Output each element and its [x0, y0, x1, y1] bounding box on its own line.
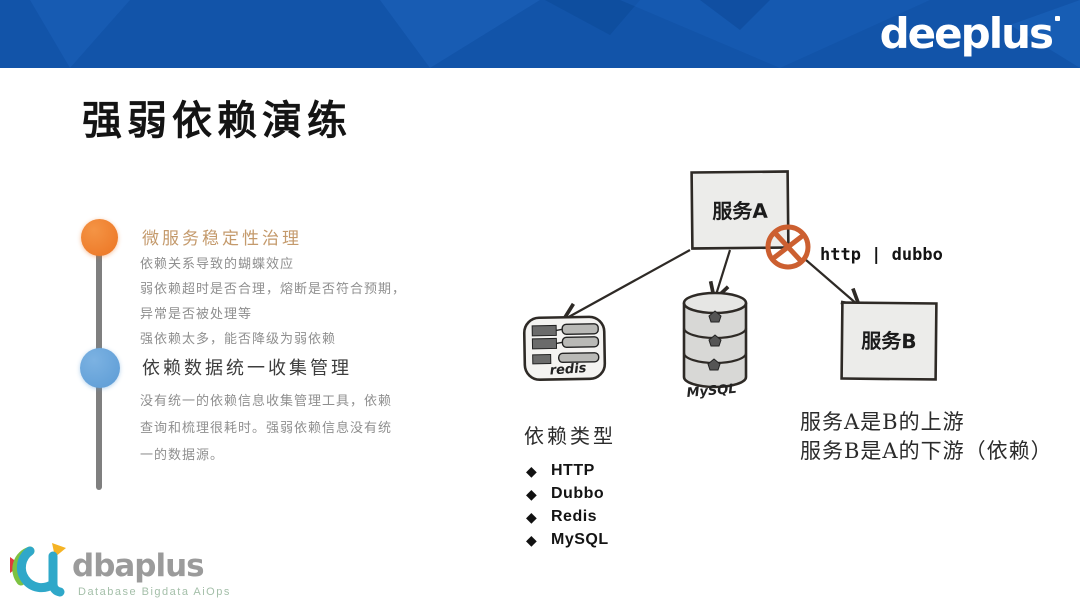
- service-b-label: 服务B: [861, 329, 916, 354]
- page-title: 强弱依赖演练: [82, 97, 352, 144]
- relation-line2: 服务B是A的下游（依赖）: [800, 439, 1053, 463]
- header-banner: deeplus: [0, 0, 1080, 68]
- dependency-diagram: 服务A http | dubbo redis MySQL 服务B: [480, 150, 1080, 480]
- dbaplus-logo-text: dbaplus: [72, 548, 205, 584]
- milestone2-line2: 查询和梳理很耗时。强弱依赖信息没有统: [140, 421, 393, 436]
- mysql-icon: MySQL: [682, 291, 748, 401]
- header-polygon-art: [0, 0, 1080, 68]
- list-item: ◆ MySQL: [526, 529, 609, 551]
- dbaplus-logo: dbaplus Database Bigdata AiOps: [8, 536, 238, 602]
- milestone2-line3: 一的数据源。: [140, 448, 225, 463]
- deeplus-logo: deeplus: [879, 9, 1054, 58]
- milestone1-line3: 异常是否被处理等: [140, 307, 253, 322]
- milestone1-line1: 依赖关系导致的蝴蝶效应: [140, 257, 295, 272]
- service-a-label: 服务A: [712, 199, 768, 224]
- dbaplus-logo-mark-icon: [10, 543, 66, 597]
- deeplus-logo-dot-icon: [1055, 16, 1060, 21]
- milestone1-line4: 强依赖太多，能否降级为弱依赖: [140, 332, 337, 347]
- dependency-type-label: MySQL: [551, 531, 609, 548]
- diamond-bullet-icon: ◆: [526, 531, 537, 548]
- redis-icon: redis: [522, 315, 607, 382]
- diamond-bullet-icon: ◆: [526, 462, 537, 479]
- list-item: ◆ Dubbo: [526, 483, 609, 505]
- diamond-bullet-icon: ◆: [526, 485, 537, 502]
- list-item: ◆ Redis: [526, 506, 609, 528]
- milestone1-title: 微服务稳定性治理: [142, 229, 302, 249]
- milestone2-line1: 没有统一的依赖信息收集管理工具，依赖: [140, 394, 393, 409]
- diamond-bullet-icon: ◆: [526, 508, 537, 525]
- timeline-dot-milestone1: [81, 219, 118, 256]
- dependency-type-label: Dubbo: [551, 485, 605, 502]
- service-b-box: 服务B: [840, 301, 938, 381]
- redis-label: redis: [549, 361, 587, 379]
- relation-line1: 服务A是B的上游: [800, 410, 965, 434]
- milestone2-body: 没有统一的依赖信息收集管理工具，依赖 查询和梳理很耗时。强弱依赖信息没有统 一的…: [140, 388, 392, 469]
- milestone1-line2: 弱依赖超时是否合理，熔断是否符合预期，: [140, 282, 407, 297]
- relation-note: 服务A是B的上游 服务B是A的下游（依赖）: [800, 408, 1053, 466]
- milestone1-body: 依赖关系导致的蝴蝶效应 弱依赖超时是否合理，熔断是否符合预期， 异常是否被处理等…: [140, 252, 406, 352]
- timeline-dot-milestone2: [80, 348, 120, 388]
- dependency-types-list: ◆ HTTP ◆ Dubbo ◆ Redis ◆ MySQL: [526, 460, 609, 552]
- mysql-label: MySQL: [686, 382, 737, 401]
- x-mark-icon: [765, 224, 811, 270]
- milestone2-title: 依赖数据统一收集管理: [142, 358, 352, 379]
- service-a-box: 服务A: [690, 170, 790, 250]
- diagram-edges: [565, 249, 858, 319]
- dbaplus-tagline: Database Bigdata AiOps: [78, 586, 231, 598]
- list-item: ◆ HTTP: [526, 460, 609, 482]
- dependency-type-label: Redis: [551, 508, 598, 525]
- dependency-types-heading: 依赖类型: [524, 424, 616, 448]
- edge-protocol-label: http | dubbo: [820, 245, 943, 265]
- dependency-type-label: HTTP: [551, 462, 595, 479]
